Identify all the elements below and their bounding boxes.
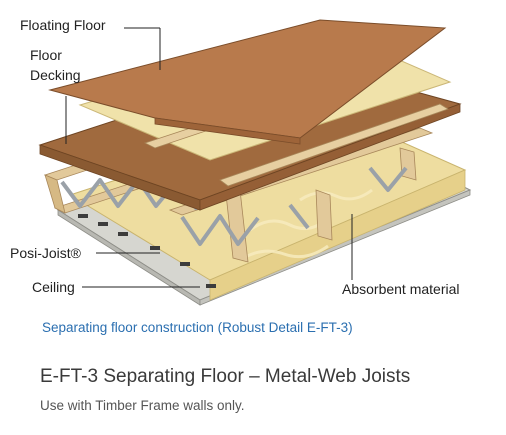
floating-floor-board — [48, 19, 447, 139]
batten-2 — [219, 103, 449, 187]
page-subtitle: Use with Timber Frame walls only. — [40, 398, 245, 413]
label-floating-floor: Floating Floor — [20, 17, 106, 33]
ceiling-clips — [78, 214, 216, 288]
joist-end-right — [315, 189, 333, 241]
metal-web-back — [288, 166, 408, 230]
floor-decking-edge-right — [199, 103, 461, 211]
diagram-caption: Separating floor construction (Robust De… — [42, 320, 353, 335]
page-title: E-FT-3 Separating Floor – Metal-Web Jois… — [40, 366, 411, 387]
label-posi-joist: Posi-Joist® — [10, 245, 81, 261]
floating-floor-edge — [154, 117, 301, 145]
joist-front-end — [44, 174, 66, 214]
label-floor-decking-line2: Decking — [30, 67, 81, 83]
absorbent-material-side — [209, 169, 466, 301]
label-absorbent-material: Absorbent material — [342, 281, 460, 297]
metal-web-mid — [180, 214, 260, 246]
leader-lines — [65, 27, 353, 288]
label-ceiling: Ceiling — [32, 279, 75, 295]
label-floor-decking-line1: Floor — [30, 47, 62, 63]
